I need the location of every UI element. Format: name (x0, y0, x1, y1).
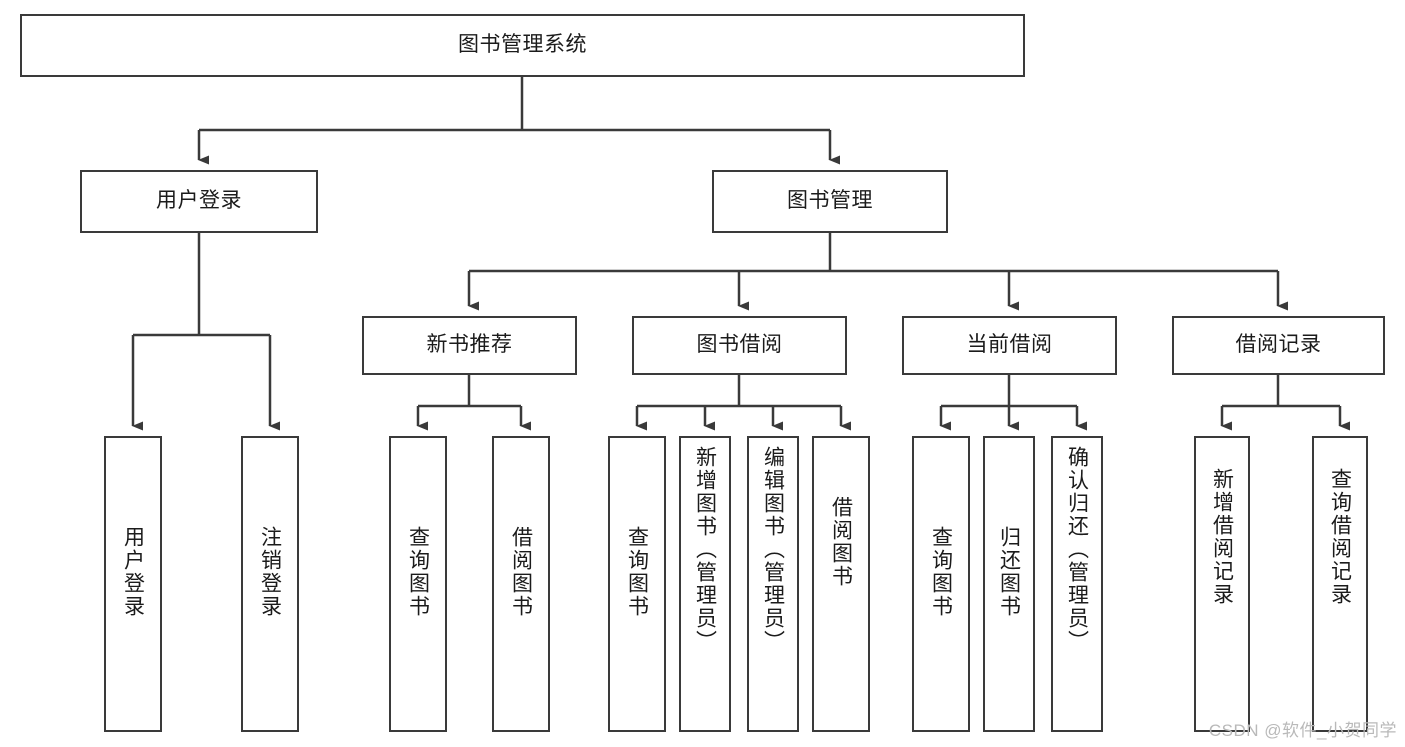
leaf-borrow-edit-book-admin[interactable]: 编辑图书（管理员） (747, 436, 799, 732)
node-book-management[interactable]: 图书管理 (712, 170, 948, 233)
leaf-record-add-record[interactable]: 新增借阅记录 (1194, 436, 1250, 732)
leaf-user-login-signin[interactable]: 用户登录 (104, 436, 162, 732)
node-new-book-recommend[interactable]: 新书推荐 (362, 316, 577, 375)
node-label: 图书管理系统 (458, 33, 587, 57)
leaf-recommend-query-book[interactable]: 查询图书 (389, 436, 447, 732)
node-label: 用户登录 (156, 189, 242, 213)
node-borrow-record[interactable]: 借阅记录 (1172, 316, 1385, 375)
node-label: 新增图书（管理员） (693, 446, 717, 653)
node-label: 用户登录 (121, 526, 145, 618)
node-label: 查询图书 (406, 526, 430, 618)
node-label: 注销登录 (258, 526, 282, 618)
leaf-current-confirm-return-admin[interactable]: 确认归还（管理员） (1051, 436, 1103, 732)
node-label: 查询借阅记录 (1328, 468, 1352, 606)
node-book-borrow[interactable]: 图书借阅 (632, 316, 847, 375)
leaf-borrow-add-book-admin[interactable]: 新增图书（管理员） (679, 436, 731, 732)
node-label: 编辑图书（管理员） (761, 446, 785, 653)
node-label: 查询图书 (929, 526, 953, 618)
node-label: 新书推荐 (426, 333, 513, 357)
node-label: 借阅记录 (1235, 333, 1322, 357)
node-current-borrow[interactable]: 当前借阅 (902, 316, 1117, 375)
leaf-borrow-borrow-book[interactable]: 借阅图书 (812, 436, 870, 732)
node-user-login[interactable]: 用户登录 (80, 170, 318, 233)
leaf-current-query-book[interactable]: 查询图书 (912, 436, 970, 732)
node-label: 借阅图书 (509, 526, 533, 618)
node-root-system[interactable]: 图书管理系统 (20, 14, 1025, 77)
csdn-watermark: CSDN @软件_小贺同学 (1208, 721, 1397, 740)
node-label: 新增借阅记录 (1210, 468, 1234, 606)
leaf-user-login-signout[interactable]: 注销登录 (241, 436, 299, 732)
leaf-record-query-record[interactable]: 查询借阅记录 (1312, 436, 1368, 732)
leaf-current-return-book[interactable]: 归还图书 (983, 436, 1035, 732)
node-label: 图书借阅 (696, 333, 783, 357)
node-label: 图书管理 (787, 189, 873, 213)
node-label: 查询图书 (625, 526, 649, 618)
node-label: 确认归还（管理员） (1065, 446, 1089, 653)
leaf-borrow-query-book[interactable]: 查询图书 (608, 436, 666, 732)
leaf-recommend-borrow-book[interactable]: 借阅图书 (492, 436, 550, 732)
node-label: 当前借阅 (966, 333, 1053, 357)
node-label: 归还图书 (997, 526, 1021, 618)
node-label: 借阅图书 (829, 496, 853, 588)
